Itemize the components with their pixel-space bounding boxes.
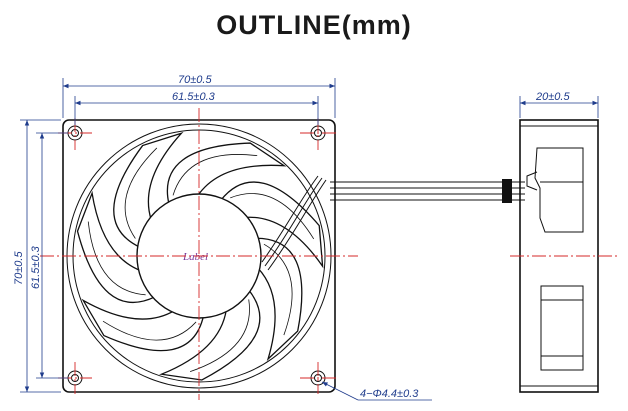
side-motor-lower: [540, 285, 584, 371]
fan-blade-edge: [87, 221, 146, 296]
diagram-title: OUTLINE(mm): [216, 10, 412, 40]
fan-blade-edge: [172, 154, 258, 196]
fan-blade: [113, 131, 184, 248]
leader-mounting-hole: [321, 381, 359, 401]
dim-hole-spacing-height: 61.5±0.3: [30, 245, 42, 289]
fan-blade: [76, 190, 156, 303]
fan-blade: [220, 181, 324, 269]
fan-blade-edge: [189, 299, 250, 373]
side-view: 20±0.5: [510, 91, 620, 393]
front-view: Label 70±0.5 61.5±0.3: [13, 74, 525, 401]
fan-blade-edge: [230, 193, 315, 240]
fan-blade-edge: [263, 243, 293, 336]
fan-blade-edge: [102, 320, 197, 341]
dim-overall-width: 70±0.5: [178, 74, 212, 86]
hub-label: Label: [182, 251, 208, 263]
fan-blade: [256, 237, 303, 362]
fan-blades: [76, 131, 324, 381]
dim-overall-height: 70±0.5: [13, 251, 25, 285]
fan-blade-edge: [124, 147, 158, 239]
fan-blade: [166, 142, 287, 205]
side-motor-upper: [534, 147, 584, 233]
fan-blade: [159, 289, 261, 381]
fan-blade: [81, 298, 205, 352]
support-strut: [261, 175, 319, 263]
dim-depth: 20±0.5: [535, 91, 570, 103]
cable-wires: [330, 179, 525, 203]
dim-hole-spacing-width: 61.5±0.3: [172, 91, 216, 103]
dim-mounting-hole: 4−Φ4.4±0.3: [360, 388, 419, 400]
